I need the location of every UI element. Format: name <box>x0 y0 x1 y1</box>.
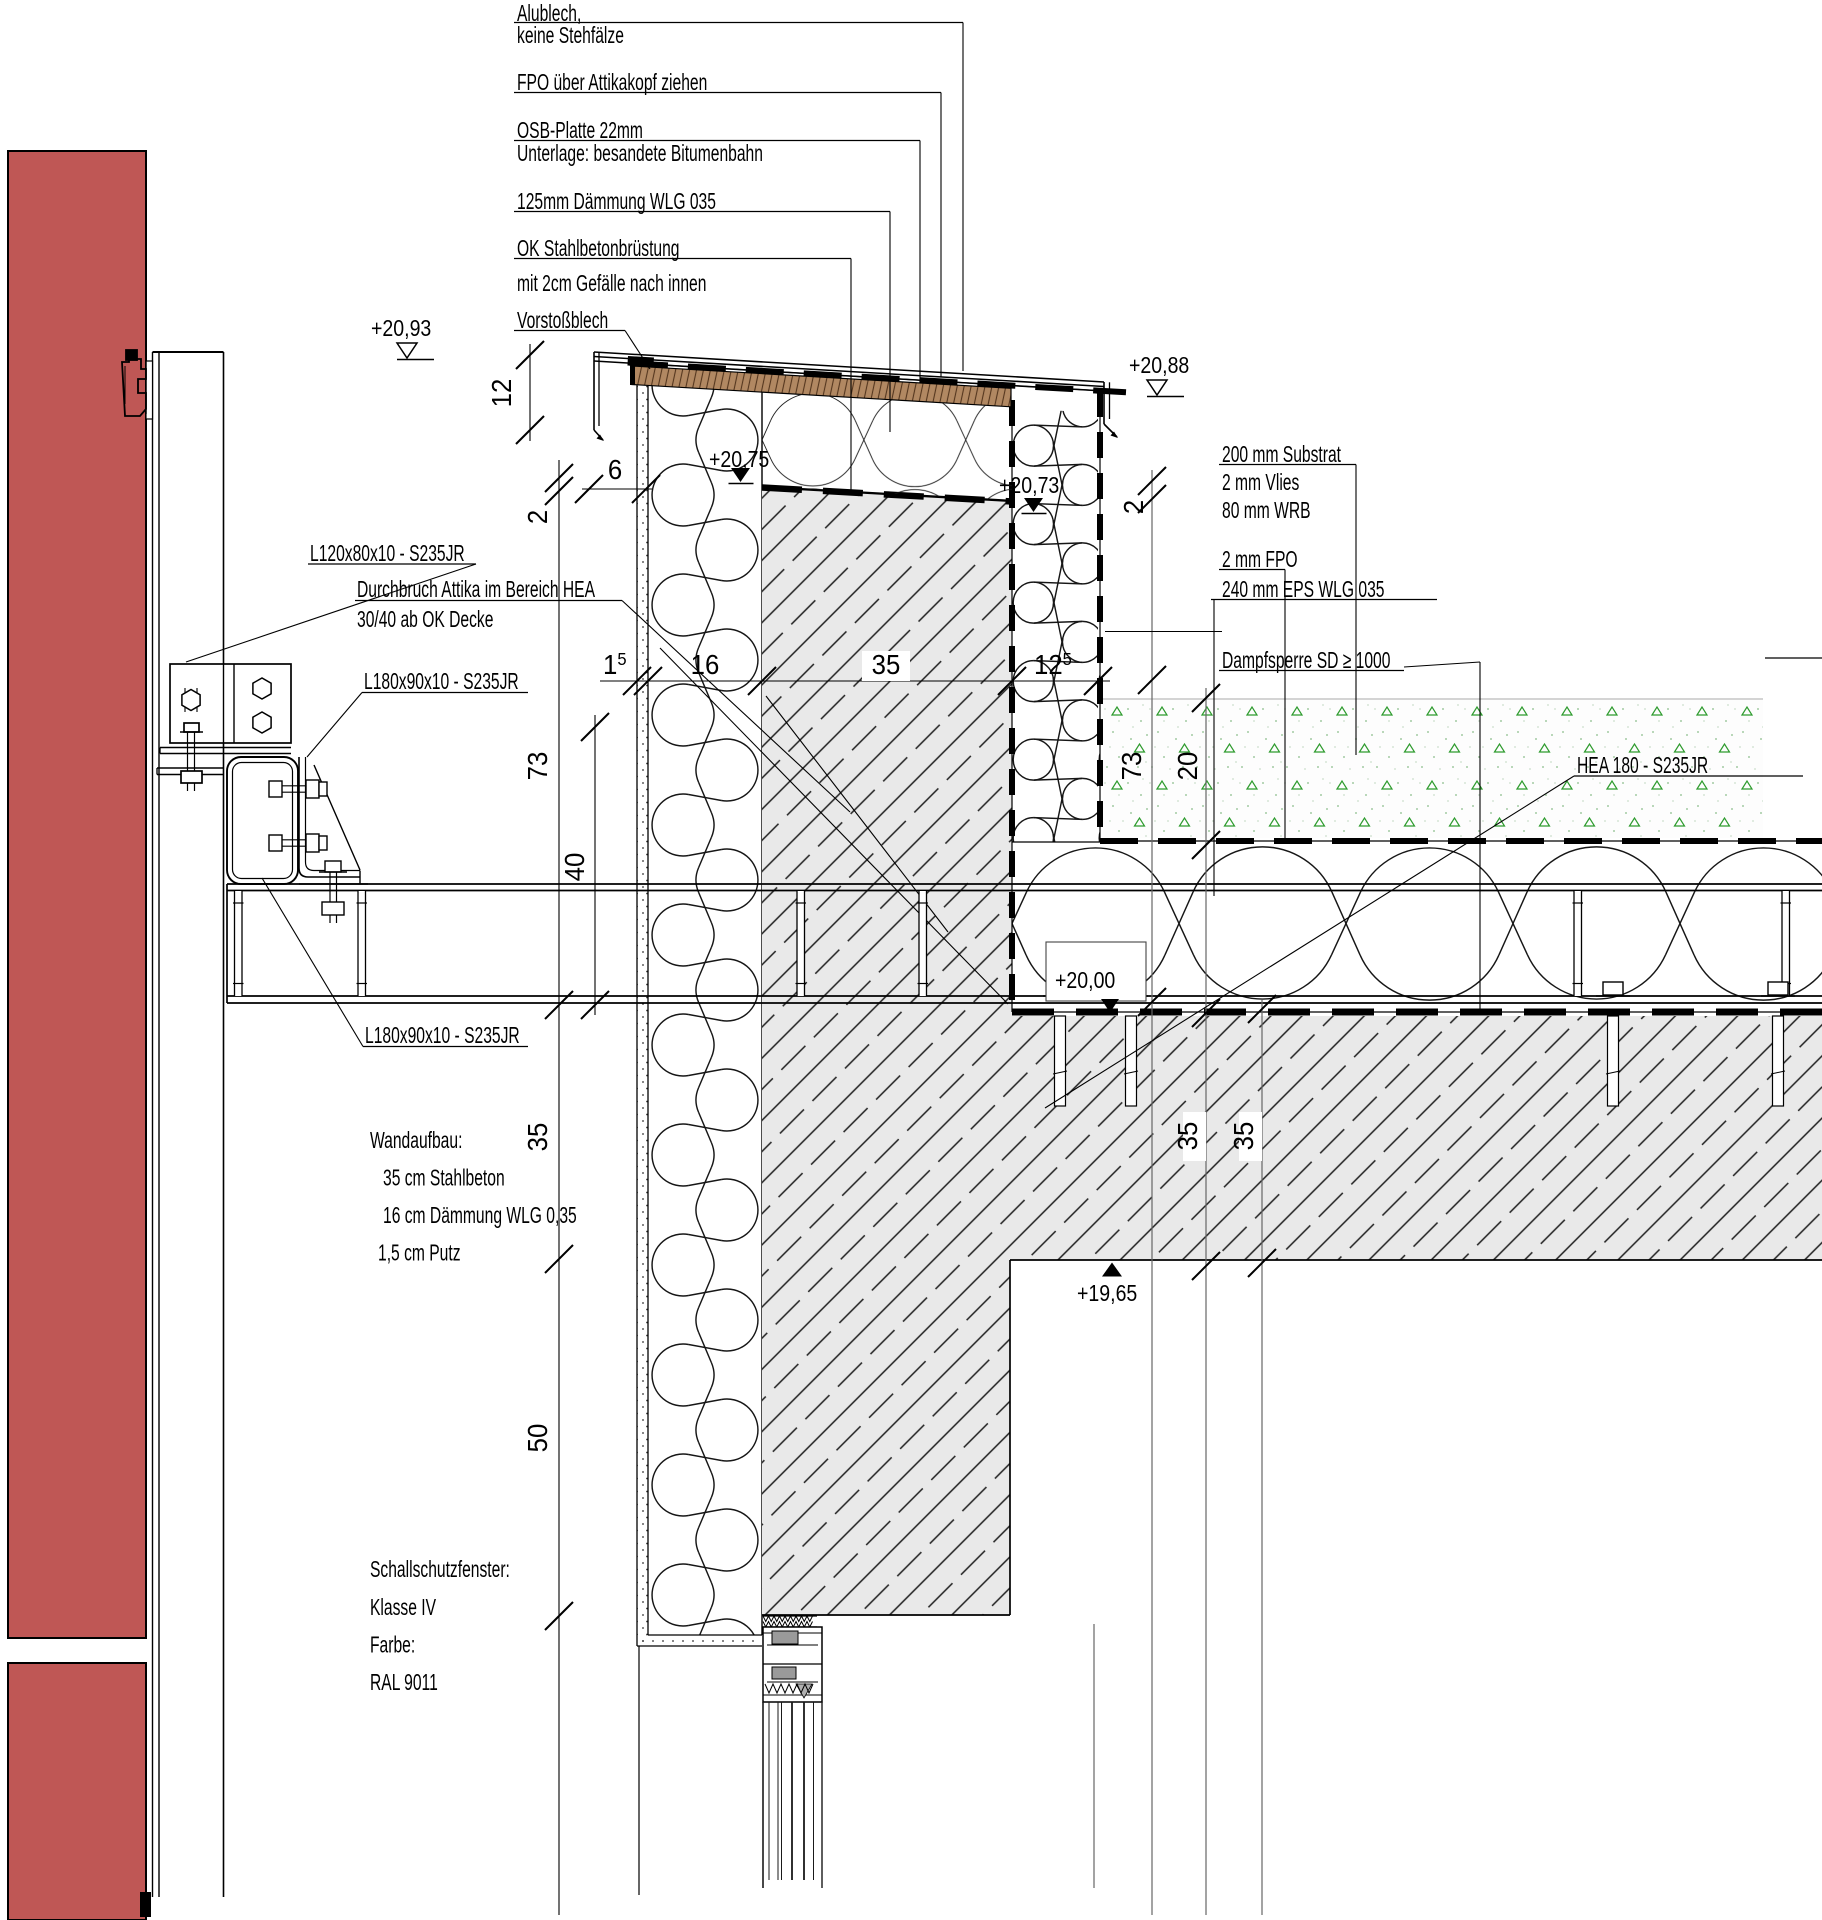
svg-text:Unterlage: besandete Bitumenba: Unterlage: besandete Bitumenbahn <box>517 141 763 167</box>
svg-text:12: 12 <box>486 379 517 408</box>
svg-text:1,5 cm Putz: 1,5 cm Putz <box>378 1241 461 1267</box>
svg-text:16 cm Dämmung WLG 0,35: 16 cm Dämmung WLG 0,35 <box>383 1203 577 1229</box>
svg-text:35: 35 <box>872 649 901 680</box>
svg-text:Vorstoßblech: Vorstoßblech <box>517 308 608 334</box>
svg-text:OK Stahlbetonbrüstung: OK Stahlbetonbrüstung <box>517 236 680 262</box>
svg-text:2: 2 <box>1118 500 1149 514</box>
svg-text:Durchbruch Attika im Bereich H: Durchbruch Attika im Bereich HEA <box>357 577 596 603</box>
svg-text:35 cm Stahlbeton: 35 cm Stahlbeton <box>383 1166 505 1192</box>
svg-text:L180x90x10 - S235JR: L180x90x10 - S235JR <box>364 669 519 695</box>
svg-text:6: 6 <box>608 454 622 485</box>
svg-text:L180x90x10 - S235JR: L180x90x10 - S235JR <box>365 1023 520 1049</box>
svg-text:Dampfsperre SD ≥ 1000: Dampfsperre SD ≥ 1000 <box>1222 648 1390 674</box>
svg-text:2: 2 <box>522 510 553 524</box>
svg-text:20: 20 <box>1172 752 1203 781</box>
svg-text:+20,93: +20,93 <box>371 316 431 342</box>
svg-text:Farbe:: Farbe: <box>370 1633 415 1659</box>
svg-text:Wandaufbau:: Wandaufbau: <box>370 1128 462 1154</box>
svg-text:Schallschutzfenster:: Schallschutzfenster: <box>370 1557 510 1583</box>
svg-text:mit 2cm Gefälle nach innen: mit 2cm Gefälle nach innen <box>517 271 706 297</box>
svg-text:2 mm FPO: 2 mm FPO <box>1222 547 1298 573</box>
svg-text:80 mm WRB: 80 mm WRB <box>1222 498 1311 524</box>
svg-text:keine Stehfälze: keine Stehfälze <box>517 23 624 49</box>
svg-text:OSB-Platte 22mm: OSB-Platte 22mm <box>517 118 643 144</box>
svg-text:40: 40 <box>559 853 590 882</box>
svg-text:2 mm Vlies: 2 mm Vlies <box>1222 470 1299 496</box>
svg-text:Alublech,: Alublech, <box>517 1 581 27</box>
svg-text:35: 35 <box>1172 1122 1203 1151</box>
svg-text:73: 73 <box>1116 752 1147 781</box>
svg-text:RAL 9011: RAL 9011 <box>370 1670 438 1696</box>
svg-text:FPO über Attikakopf ziehen: FPO über Attikakopf ziehen <box>517 70 707 96</box>
svg-text:240 mm EPS WLG 035: 240 mm EPS WLG 035 <box>1222 577 1385 603</box>
svg-text:Klasse IV: Klasse IV <box>370 1595 437 1621</box>
svg-text:HEA 180 - S235JR: HEA 180 - S235JR <box>1577 753 1708 779</box>
svg-text:200 mm Substrat: 200 mm Substrat <box>1222 442 1341 468</box>
svg-text:50: 50 <box>522 1424 553 1453</box>
svg-text:125mm Dämmung WLG 035: 125mm Dämmung WLG 035 <box>517 189 716 215</box>
svg-text:+20,88: +20,88 <box>1129 353 1189 379</box>
svg-text:35: 35 <box>522 1123 553 1152</box>
svg-text:+19,65: +19,65 <box>1077 1281 1137 1307</box>
svg-text:35: 35 <box>1228 1122 1259 1151</box>
svg-text:73: 73 <box>522 752 553 781</box>
svg-text:16: 16 <box>691 649 720 680</box>
svg-text:+20,73: +20,73 <box>999 473 1059 499</box>
svg-text:+20,00: +20,00 <box>1055 968 1115 994</box>
svg-text:30/40 ab OK Decke: 30/40 ab OK Decke <box>357 607 493 633</box>
svg-text:L120x80x10 - S235JR: L120x80x10 - S235JR <box>310 541 465 567</box>
